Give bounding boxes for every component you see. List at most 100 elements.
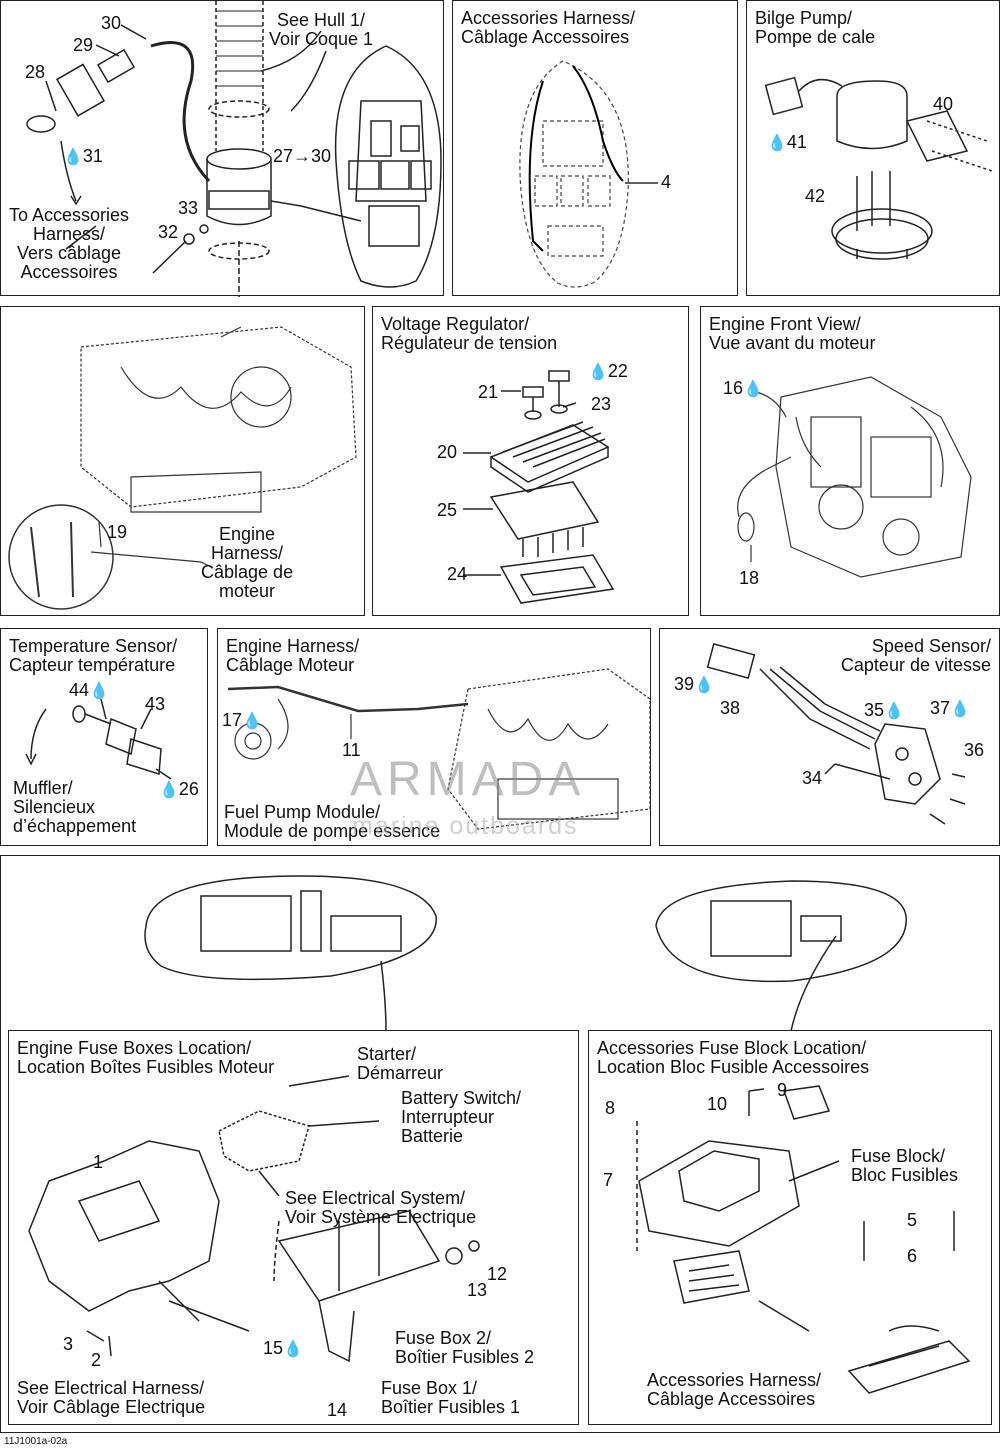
callout-43: 43 [145,694,166,714]
panel-engine-front-view: Engine Front View/ Vue avant du moteur 1… [700,306,1000,616]
accessories-harness-title: Accessories Harness/ Câblage Accessoires [461,8,636,47]
callout-23: 23 [591,394,612,414]
callout-38: 38 [720,698,741,718]
callout-14: 14 [327,1400,348,1420]
fuse-box-1-label: Fuse Box 1/ Boîtier Fusibles 1 [381,1378,521,1417]
callout-27-30: 27→30 [273,146,332,166]
callout-13: 13 [467,1280,488,1300]
callout-9: 9 [777,1080,788,1100]
callout-6: 6 [907,1246,918,1266]
panel-voltage-regulator: Voltage Regulator/ Régulateur de tension… [372,306,689,616]
engine-harness-label: Engine Harness/ Câblage de moteur [201,524,294,601]
see-electrical-system-label: See Electrical System/ Voir Système Elec… [285,1188,477,1227]
callout-32: 32 [158,222,179,242]
callout-34: 34 [802,768,823,788]
fluid-drop-icon: 💧 [694,677,714,694]
panel-accessories-fuse-block: Accessories Fuse Block Location/ Locatio… [588,1030,992,1425]
temperature-sensor-title: Temperature Sensor/ Capteur température [9,636,178,675]
fluid-drop-icon: 💧 [63,149,83,166]
voltage-regulator-illustration [463,370,615,604]
panel-engine-harness: Engine Harness/ Câblage Moteur 17💧 11 Fu… [217,628,651,846]
callout-30: 30 [101,13,122,33]
callout-20: 20 [437,442,458,462]
callout-5: 5 [907,1210,918,1230]
bilge-pump-illustration [764,76,993,260]
callout-41: 💧41 [767,132,807,152]
engine-harness-title: Engine Harness/ Câblage Moteur [226,636,360,675]
callout-21: 21 [478,382,499,402]
see-hull-label: See Hull 1/ Voir Coque 1 [269,10,374,49]
callout-15: 15💧 [263,1338,303,1358]
panel-bilge-pump: Bilge Pump/ Pompe de cale 40 💧41 42 [746,0,1000,296]
watercraft-top-views [144,875,907,1032]
callout-36: 36 [964,740,985,760]
callout-22: 💧22 [588,361,628,381]
callout-26: 💧26 [159,779,199,799]
to-accessories-label: To Accessories Harness/ Vers câblage Acc… [9,205,130,282]
callout-3: 3 [63,1334,74,1354]
engine-fuse-title: Engine Fuse Boxes Location/ Location Boî… [17,1038,275,1077]
callout-33: 33 [178,198,199,218]
callout-8: 8 [605,1098,616,1118]
callout-18: 18 [739,568,760,588]
fuel-pump-label: Fuel Pump Module/ Module de pompe essenc… [224,802,441,841]
fluid-drop-icon: 💧 [159,782,179,799]
panel-speed-sensor: Speed Sensor/ Capteur de vitesse 39💧 38 … [659,628,1000,846]
callout-40: 40 [933,94,954,114]
callout-25: 25 [437,500,458,520]
callout-19: 19 [107,522,128,542]
fluid-drop-icon: 💧 [588,364,608,381]
accessories-fuse-illustration [636,1085,971,1394]
speed-sensor-title: Speed Sensor/ Capteur de vitesse [840,636,991,675]
fluid-drop-icon: 💧 [767,135,787,152]
bilge-pump-title: Bilge Pump/ Pompe de cale [755,8,876,47]
engine-fuse-illustration [28,1075,480,1363]
accessories-harness-illustration [519,60,658,288]
callout-12: 12 [487,1264,508,1284]
panel-hull: See Hull 1/ Voir Coque 1 To Accessories … [0,0,444,297]
callout-28: 28 [25,62,46,82]
callout-11: 11 [342,740,361,760]
engine-detail-illustration [8,326,357,610]
callout-31: 💧31 [63,146,103,166]
watermark-brand: ARMADA [350,753,586,806]
voltage-regulator-title: Voltage Regulator/ Régulateur de tension [381,314,558,353]
panel-engine-harness-detail: Engine Harness/ Câblage de moteur 19 [0,306,365,616]
callout-35: 35💧 [864,700,904,720]
hull-illustration [26,1,442,297]
callout-16: 16💧 [723,378,763,398]
callout-42: 42 [805,186,826,206]
fluid-drop-icon: 💧 [884,703,904,720]
fluid-drop-icon: 💧 [743,381,763,398]
see-electrical-harness-label: See Electrical Harness/ Voir Câblage Ele… [17,1378,206,1417]
panel-accessories-harness: Accessories Harness/ Câblage Accessoires… [452,0,738,296]
callout-24: 24 [447,564,468,584]
accessories-harness-label: Accessories Harness/ Câblage Accessoires [647,1370,822,1409]
fluid-drop-icon: 💧 [283,1341,303,1358]
fluid-drop-icon: 💧 [242,713,262,730]
fluid-drop-icon: 💧 [89,683,109,700]
callout-29: 29 [73,35,94,55]
watermark-sub: marine outboards [352,812,579,840]
callout-1: 1 [93,1152,104,1172]
accessories-fuse-title: Accessories Fuse Block Location/ Locatio… [597,1038,870,1077]
panel-engine-fuse-boxes: Engine Fuse Boxes Location/ Location Boî… [8,1030,579,1425]
engine-harness-illustration [227,668,651,830]
callout-17: 17💧 [222,710,262,730]
figure-code: 11J1001a-02a [4,1436,68,1447]
battery-switch-label: Battery Switch/ Interrupteur Batterie [401,1088,522,1146]
temperature-sensor-illustration [25,698,172,780]
speed-sensor-illustration [706,643,966,825]
callout-10: 10 [707,1094,728,1114]
callout-2: 2 [91,1350,102,1370]
callout-44: 44💧 [69,680,109,700]
panel-temperature-sensor: Temperature Sensor/ Capteur température … [0,628,208,846]
callout-4: 4 [661,172,672,192]
fluid-drop-icon: 💧 [950,701,970,718]
callout-37: 37💧 [930,698,970,718]
muffler-label: Muffler/ Silencieux d’échappement [13,778,137,836]
callout-39: 39💧 [674,674,714,694]
fuse-block-label: Fuse Block/ Bloc Fusibles [851,1146,959,1185]
engine-front-title: Engine Front View/ Vue avant du moteur [709,314,876,353]
engine-front-illustration [737,376,972,578]
